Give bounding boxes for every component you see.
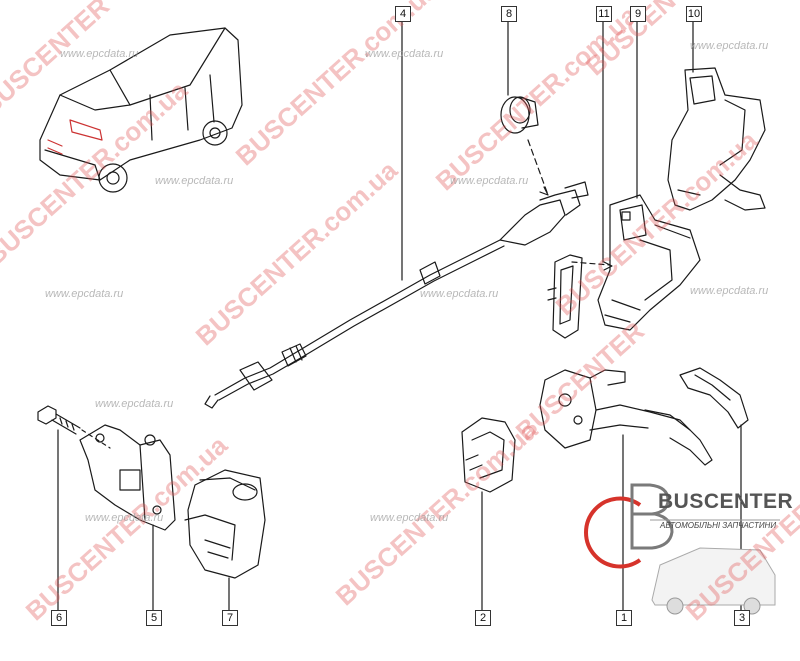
callout-7: 7 (222, 610, 238, 626)
mount-part-2 (461, 417, 516, 493)
bracket-part-11 (547, 254, 613, 339)
watermark-url: www.epcdata.ru (45, 288, 124, 300)
logo-name: BUSCENTER (658, 490, 794, 513)
callout-3: 3 (734, 610, 750, 626)
switch-part-7 (184, 469, 266, 579)
watermark-url: www.epcdata.ru (95, 398, 174, 410)
callout-11: 11 (596, 6, 612, 22)
pedal-box-part-9 (597, 194, 701, 331)
pedal-box-part-10 (667, 67, 766, 211)
bracket-part-5 (79, 424, 176, 531)
watermark-url: www.epcdata.ru (420, 288, 499, 300)
watermark-url: www.epcdata.ru (85, 512, 164, 524)
watermark-url: www.epcdata.ru (155, 175, 234, 187)
watermark-url: www.epcdata.ru (60, 48, 139, 60)
buscenter-logo-mark (584, 483, 780, 615)
callout-2: 2 (475, 610, 491, 626)
watermark-url: www.epcdata.ru (370, 512, 449, 524)
pedal-arm-part-3 (679, 367, 749, 429)
watermark-url: www.epcdata.ru (450, 175, 529, 187)
vehicle-drawing (39, 27, 243, 193)
cable-part-4 (204, 181, 589, 409)
watermark-url: www.epcdata.ru (690, 40, 769, 52)
logo-tagline: АВТОМОБІЛЬНІ ЗАПЧАСТИНИ (660, 521, 777, 530)
callout-1: 1 (616, 610, 632, 626)
callout-8: 8 (501, 6, 517, 22)
callout-10: 10 (686, 6, 702, 22)
callout-6: 6 (51, 610, 67, 626)
callout-4: 4 (395, 6, 411, 22)
watermark-url: www.epcdata.ru (690, 285, 769, 297)
callout-9: 9 (630, 6, 646, 22)
grommet-part-8 (500, 96, 549, 196)
pedal-assembly-part-1 (539, 369, 713, 466)
callout-5: 5 (146, 610, 162, 626)
watermark-url: www.epcdata.ru (365, 48, 444, 60)
